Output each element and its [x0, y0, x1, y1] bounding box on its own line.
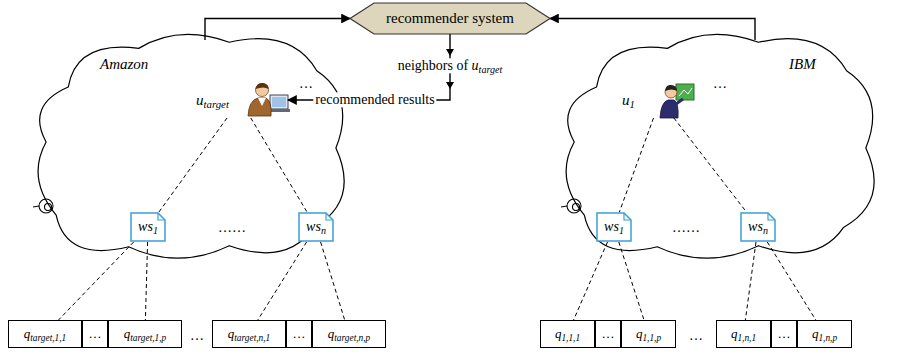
dashed-link — [59, 242, 134, 320]
dashed-link — [159, 118, 227, 212]
node-text: ws1 — [138, 219, 158, 234]
note-label: neighbors of utarget — [396, 58, 505, 73]
dashed-link — [745, 242, 756, 320]
dashed-link — [258, 242, 307, 320]
note-label: … — [188, 328, 206, 343]
web-service: ws1 — [130, 212, 166, 242]
provider-name: IBM — [789, 56, 816, 73]
node-text: … — [89, 327, 102, 341]
qos-cell: qtarget,n,1 — [212, 320, 286, 348]
dashed-link — [767, 242, 816, 320]
node-text: … — [293, 327, 306, 341]
node-text: q1,n,1 — [731, 327, 756, 341]
qos-cell: q1,n,1 — [716, 320, 771, 348]
node-text: ws1 — [604, 219, 624, 234]
note-label: …… — [216, 220, 248, 235]
dashed-link — [674, 118, 747, 212]
qos-cell: … — [286, 320, 312, 348]
dashed-link — [574, 242, 608, 320]
flow-arrow — [205, 19, 350, 41]
note-label: … — [711, 76, 729, 91]
node-text: … — [602, 327, 615, 341]
node-text: qtarget,n,p — [328, 327, 371, 341]
qos-cell: qtarget,n,p — [312, 320, 386, 348]
node-text: qtarget,1,1 — [24, 327, 67, 341]
note-label: … — [297, 76, 315, 91]
node-text: u1 — [622, 92, 635, 109]
flow-arrow — [550, 19, 755, 41]
qos-cell: qtarget,1,p — [108, 320, 182, 348]
node-text: wsn — [306, 219, 326, 234]
dashed-link — [619, 118, 653, 212]
note-label: …… — [670, 220, 702, 235]
cloud-region: IBM u1 ws1 wsn — [556, 26, 880, 260]
node-text: q1,n,p — [812, 327, 837, 341]
qos-cell: … — [82, 320, 108, 348]
cloud-region: Amazon utarget ws1 wsn — [28, 26, 350, 260]
loop-symbol — [33, 199, 581, 213]
web-service: wsn — [298, 212, 334, 242]
dashed-link — [619, 242, 644, 320]
user-node: u1 — [618, 82, 702, 118]
note-label: … — [687, 328, 705, 343]
qos-cell: qtarget,1,1 — [8, 320, 82, 348]
node-text: recommender system — [386, 10, 514, 27]
web-service: wsn — [740, 212, 776, 242]
node-text: q1,1,1 — [555, 327, 580, 341]
dashed-link — [321, 242, 345, 320]
node-text: … — [778, 327, 791, 341]
node-text: utarget — [196, 92, 229, 109]
qos-cell: q1,1,1 — [540, 320, 595, 348]
dashed-link — [251, 118, 307, 212]
node-text: wsn — [748, 219, 768, 234]
qos-cell: q1,n,p — [797, 320, 852, 348]
user-node: utarget — [192, 82, 288, 118]
user-icon — [660, 84, 694, 118]
flow-arrow — [288, 34, 450, 100]
node-text: q1,1,p — [636, 327, 661, 341]
qos-cell: q1,1,p — [621, 320, 676, 348]
web-service: ws1 — [596, 212, 632, 242]
qos-cell: … — [595, 320, 621, 348]
qos-cell: … — [771, 320, 797, 348]
user-icon — [248, 83, 290, 116]
provider-name: Amazon — [100, 56, 148, 73]
edge-label: recommended results — [313, 92, 436, 107]
node-text: qtarget,1,p — [124, 327, 167, 341]
node-text: qtarget,n,1 — [228, 327, 271, 341]
decision-diamond: recommender system — [350, 3, 550, 34]
